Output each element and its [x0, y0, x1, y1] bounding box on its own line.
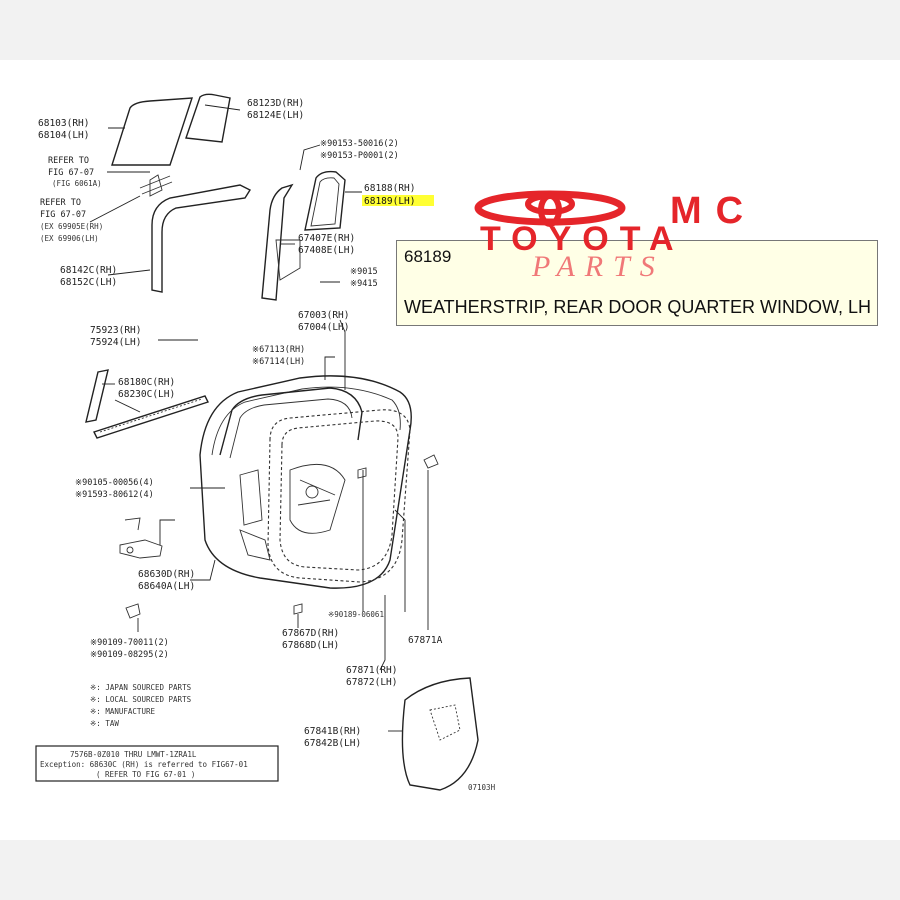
label-90153b[interactable]: ※90153-P0001(2)	[320, 151, 399, 161]
lower-frame-bracket[interactable]	[275, 239, 301, 281]
label-67841[interactable]: 67841B(RH)	[304, 726, 361, 737]
refer-note-1b[interactable]: FIG 67-07	[48, 168, 94, 178]
label-90109b[interactable]: ※90109-08295(2)	[90, 650, 169, 660]
legend-note-4: ※: TAW	[90, 719, 119, 728]
legend-note-2: ※: LOCAL SOURCED PARTS	[90, 695, 192, 704]
label-75923[interactable]: 75923(RH)	[90, 325, 141, 336]
label-90189[interactable]: ※90189-06061	[328, 610, 384, 619]
label-68104[interactable]: 68104(LH)	[38, 130, 89, 141]
exception-box	[35, 745, 279, 782]
label-9015x[interactable]: ※9015	[350, 267, 378, 277]
refer-note-1a: REFER TO	[48, 156, 89, 166]
label-68640[interactable]: 68640A(LH)	[138, 581, 195, 592]
label-67868[interactable]: 67868D(LH)	[282, 640, 339, 651]
label-67003[interactable]: 67003(RH)	[298, 310, 349, 321]
door-weatherstrip-part[interactable]	[267, 409, 411, 583]
label-75924[interactable]: 75924(LH)	[90, 337, 141, 348]
refer-note-2b[interactable]: FIG 67-07	[40, 210, 86, 220]
door-hinge-part[interactable]	[119, 539, 163, 559]
exception-box-line2: Exception: 68630C (RH) is referred to FI…	[40, 760, 248, 769]
label-68630[interactable]: 68630D(RH)	[138, 569, 195, 580]
highlight-68189	[362, 195, 434, 206]
refer-note-2d: (EX 69906(LH)	[40, 234, 99, 243]
refer-note-2a: REFER TO	[40, 198, 81, 208]
label-68230[interactable]: 68230C(LH)	[118, 389, 175, 400]
label-68103[interactable]: 68103(RH)	[38, 118, 89, 129]
label-67871[interactable]: 67871(RH)	[346, 665, 397, 676]
label-68189[interactable]: 68189(LH)	[364, 196, 415, 207]
part-tooltip: 68189 WEATHERSTRIP, REAR DOOR QUARTER WI…	[396, 240, 878, 326]
exception-box-line1: 7576B-0Z010 THRU LMWT-1ZRA1L	[70, 750, 197, 759]
label-68152[interactable]: 68152C(LH)	[60, 277, 117, 288]
door-glass-part[interactable]	[111, 97, 193, 166]
refer-note-2c: (EX 69905E(RH)	[40, 222, 103, 231]
rear-door-panel[interactable]	[199, 375, 412, 589]
legend-note-3: ※: MANUFACTURE	[90, 707, 155, 716]
service-hole-cover-part[interactable]	[401, 677, 479, 791]
label-68180[interactable]: 68180C(RH)	[118, 377, 175, 388]
label-90153a[interactable]: ※90153-50016(2)	[320, 139, 399, 149]
tooltip-part-number: 68189	[404, 247, 452, 266]
label-9415x[interactable]: ※9415	[350, 279, 378, 289]
label-68123[interactable]: 68123D(RH)	[247, 98, 304, 109]
run-channel-part[interactable]	[151, 184, 252, 293]
label-67407[interactable]: 67407E(RH)	[298, 233, 355, 244]
label-67113[interactable]: ※67113(RH)	[252, 345, 305, 355]
label-67872[interactable]: 67872(LH)	[346, 677, 397, 688]
exception-box-line3[interactable]: ( REFER TO FIG 67-01 )	[96, 770, 195, 779]
tooltip-part-description: WEATHERSTRIP, REAR DOOR QUARTER WINDOW, …	[404, 297, 872, 317]
label-67871a[interactable]: 67871A	[408, 635, 443, 646]
label-90109a[interactable]: ※90109-70011(2)	[90, 638, 169, 648]
belt-weatherstrip-part[interactable]	[93, 395, 209, 439]
label-68188[interactable]: 68188(RH)	[364, 183, 415, 194]
label-90105[interactable]: ※90105-00056(4)	[75, 478, 154, 488]
label-68124[interactable]: 68124E(LH)	[247, 110, 304, 121]
figure-code: 07103H	[468, 783, 496, 792]
label-67408[interactable]: 67408E(LH)	[298, 245, 355, 256]
label-67842[interactable]: 67842B(LH)	[304, 738, 361, 749]
label-67867[interactable]: 67867D(RH)	[282, 628, 339, 639]
refer-note-1c: (FIG 6061A)	[52, 179, 102, 188]
label-91593[interactable]: ※91593-80612(4)	[75, 490, 154, 500]
label-67114[interactable]: ※67114(LH)	[252, 357, 305, 367]
diagram-labels: 68103(RH) 68104(LH) REFER TO FIG 67-07 (…	[35, 98, 496, 792]
belt-moulding-part[interactable]	[85, 369, 109, 423]
clip-part[interactable]	[423, 454, 439, 469]
label-67004[interactable]: 67004(LH)	[298, 322, 349, 333]
legend-note-1: ※: JAPAN SOURCED PARTS	[90, 683, 192, 692]
quarter-glass-part[interactable]	[185, 93, 231, 143]
label-68142[interactable]: 68142C(RH)	[60, 265, 117, 276]
bolt-part[interactable]	[125, 603, 141, 619]
quarter-weatherstrip-part[interactable]	[304, 170, 346, 231]
center-sash-part[interactable]	[261, 183, 294, 301]
